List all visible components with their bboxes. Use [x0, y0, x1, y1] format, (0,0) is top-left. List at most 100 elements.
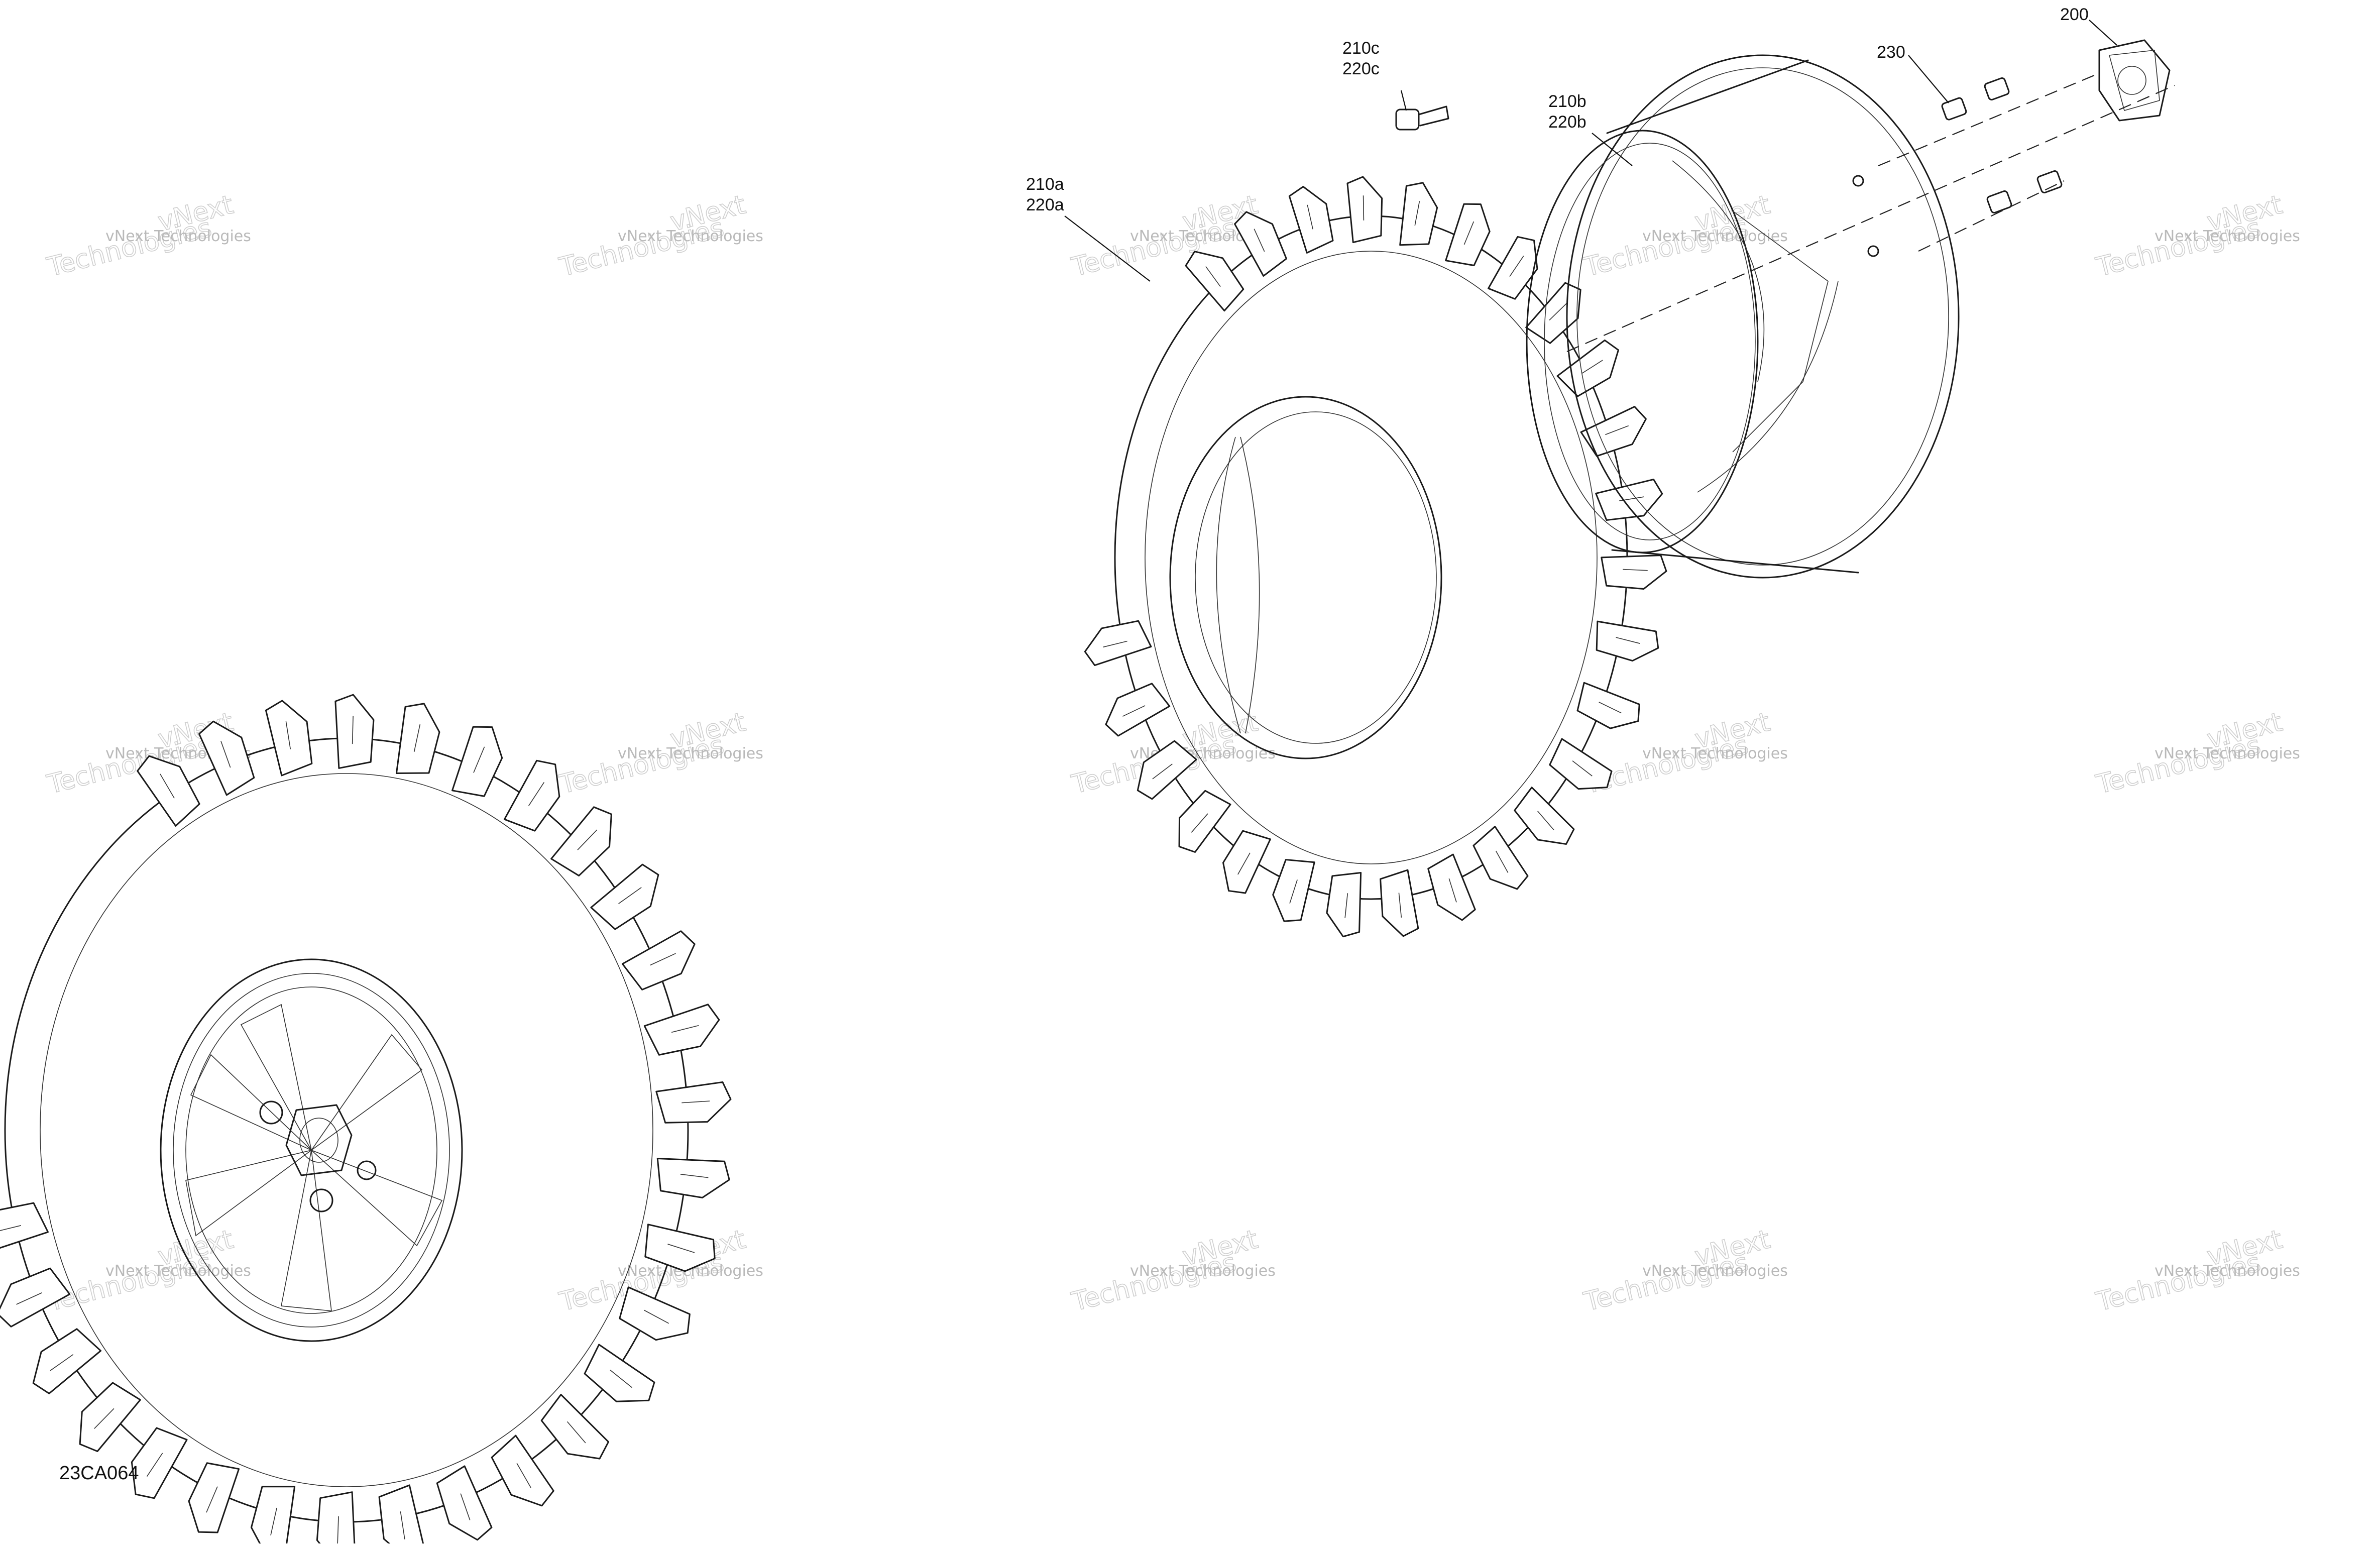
- tread-lug: [79, 1382, 141, 1453]
- lug-slot: [516, 1463, 531, 1488]
- lug-slot: [1495, 850, 1509, 873]
- lug-slot: [460, 1493, 471, 1520]
- tire-assembled-view: [0, 694, 732, 1546]
- tread-lug: [656, 1158, 730, 1198]
- tread-lug: [334, 694, 375, 769]
- callout-210b-220b: 210b 220b: [1548, 92, 1586, 132]
- tread-lug: [1380, 869, 1419, 937]
- tread-lug: [621, 930, 696, 990]
- tread-lug: [584, 1344, 655, 1402]
- tread-lug: [131, 1427, 188, 1499]
- tread-lug: [619, 1286, 691, 1341]
- tread-lug: [1525, 282, 1581, 344]
- svg-text:220b: 220b: [1548, 113, 1586, 132]
- lug-slot: [337, 1516, 339, 1544]
- lug-slot: [1103, 640, 1127, 648]
- center-cap-icon: [2098, 39, 2171, 122]
- lug-slot: [577, 829, 598, 850]
- tread-lug: [540, 1394, 609, 1460]
- lug-slot: [160, 774, 175, 799]
- tread-lug: [1445, 203, 1491, 266]
- lug-slot: [1599, 702, 1622, 714]
- tread-lug: [1346, 176, 1383, 244]
- watermark-logo-bottom: Technologies: [556, 213, 727, 283]
- tread-lug: [1549, 738, 1613, 790]
- tread-lug: [1326, 871, 1362, 938]
- lug-slot: [680, 1173, 709, 1178]
- watermark-line: vNext Technologies: [2155, 228, 2300, 245]
- lug-slot: [50, 1354, 74, 1371]
- lug-slot: [1152, 763, 1173, 780]
- lug-slot: [1549, 302, 1568, 320]
- lug-slot: [1537, 811, 1554, 831]
- tread-lug: [1178, 790, 1231, 853]
- lug-slot: [1254, 229, 1265, 252]
- watermark-logo-bottom: Technologies: [1581, 730, 1752, 800]
- lug-slot: [682, 1100, 710, 1103]
- svg-text:210a: 210a: [1026, 175, 1064, 194]
- tread-lug: [250, 1486, 296, 1546]
- lug-slot: [94, 1408, 115, 1429]
- rim-spokes: [185, 1004, 443, 1311]
- watermark-logo-bottom: Technologies: [44, 213, 215, 283]
- lug-slot: [1191, 813, 1208, 833]
- lug-slot: [610, 1369, 633, 1388]
- valve-stem-icon: [1395, 105, 1449, 131]
- tread-lug: [1399, 182, 1438, 246]
- tread-lug: [0, 1202, 49, 1254]
- lug-slot: [1289, 879, 1298, 904]
- lug-slot: [1448, 878, 1457, 903]
- lug-slot: [206, 1486, 218, 1513]
- svg-text:220a: 220a: [1026, 195, 1064, 214]
- watermark-logo-bottom: Technologies: [1069, 1248, 1239, 1317]
- callout-200: 200: [2060, 5, 2089, 24]
- hub-cap-icon: [285, 1104, 353, 1176]
- watermark-line: vNext Technologies: [1642, 1262, 1788, 1280]
- svg-text:210b: 210b: [1548, 92, 1586, 111]
- watermark-line: vNext Technologies: [618, 228, 763, 245]
- tread-lug: [198, 720, 255, 796]
- lug-slot: [650, 953, 676, 966]
- tread-lug: [590, 863, 659, 930]
- tread-lug: [1488, 236, 1538, 300]
- tread-lug: [137, 755, 200, 827]
- tread-lug: [1514, 787, 1575, 845]
- tread-lug: [451, 726, 503, 797]
- tread-lug: [1596, 620, 1659, 662]
- tread-lugs: [1084, 176, 1667, 938]
- callout-210c-220c: 210c 220c: [1342, 39, 1380, 78]
- tread-lugs: [0, 694, 732, 1546]
- tire-exploded-view: [1084, 176, 1667, 938]
- svg-text:230: 230: [1877, 43, 1905, 62]
- callout-leaders: [1064, 20, 2117, 282]
- wheel-rim: [1526, 54, 1960, 579]
- tread-lug: [436, 1465, 493, 1541]
- lug-slot: [1581, 360, 1603, 374]
- lug-slot: [1572, 760, 1593, 777]
- lug-slot: [1344, 893, 1348, 918]
- assembled-rim: [160, 958, 463, 1342]
- tread-lug: [395, 703, 440, 774]
- watermark-line: vNext Technologies: [2155, 745, 2300, 762]
- lug-slot: [146, 1453, 163, 1477]
- drawing-code: 23CA064: [59, 1463, 139, 1484]
- lug-nuts-icon: [1941, 77, 2063, 213]
- tread-lug: [1472, 826, 1529, 890]
- tread-lug: [491, 1434, 554, 1507]
- tread-lug: [1137, 740, 1197, 800]
- callout-230: 230: [1877, 43, 1905, 62]
- watermark-line: vNext Technologies: [105, 1262, 251, 1280]
- lug-slot: [1205, 266, 1221, 287]
- lug-slot: [643, 1309, 669, 1324]
- lug-slot: [220, 741, 231, 768]
- tire-bore: [1169, 396, 1442, 759]
- tread-lug: [1105, 683, 1171, 737]
